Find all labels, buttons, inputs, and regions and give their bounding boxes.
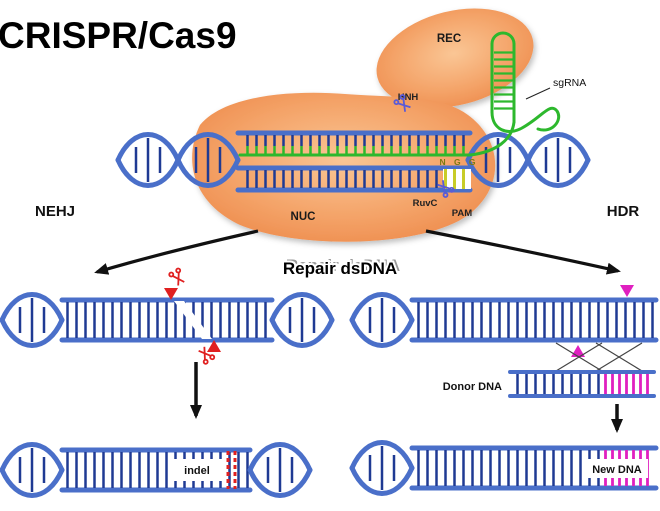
cut-mark-bottom bbox=[207, 340, 221, 352]
cas9-protein bbox=[192, 8, 534, 242]
donor-dna: Donor DNA bbox=[443, 370, 656, 398]
nehj-curved-arrow bbox=[94, 229, 259, 275]
nehj-cut-dna bbox=[2, 266, 332, 366]
hdr-curved-arrow bbox=[425, 229, 621, 275]
hnh-label: HNH bbox=[398, 92, 419, 103]
cut-mark-top bbox=[164, 288, 178, 300]
new-dna-label: New DNA bbox=[592, 464, 642, 476]
cut-scissors-top-icon bbox=[167, 266, 188, 288]
rec-label: REC bbox=[437, 33, 461, 45]
repair-text: Repair dsDNA bbox=[283, 259, 397, 278]
hdr-cut-mark-top bbox=[620, 285, 634, 297]
repair-text-shadow: Repair dsDNA bbox=[286, 256, 400, 275]
new-dna: New DNA bbox=[352, 443, 659, 494]
nuc-label: NUC bbox=[291, 211, 316, 223]
hdr-cut-dna bbox=[352, 285, 659, 372]
indel-dna: indel bbox=[2, 445, 310, 496]
page-title: CRISPR/Cas9 bbox=[0, 15, 237, 56]
ngg-label: N G G bbox=[439, 157, 478, 167]
hdr-label: HDR bbox=[607, 203, 640, 220]
indel-label: indel bbox=[184, 465, 210, 477]
sgrna-pointer-line bbox=[525, 87, 551, 100]
ruvc-label: RuvC bbox=[413, 198, 438, 209]
sgrna-label: sgRNA bbox=[553, 77, 586, 89]
donor-dna-label: Donor DNA bbox=[443, 381, 502, 393]
nehj-label: NEHJ bbox=[35, 203, 75, 220]
sgrna-structure bbox=[468, 31, 561, 157]
main-dna: N G G bbox=[118, 130, 588, 193]
pam-label: PAM bbox=[452, 208, 472, 219]
